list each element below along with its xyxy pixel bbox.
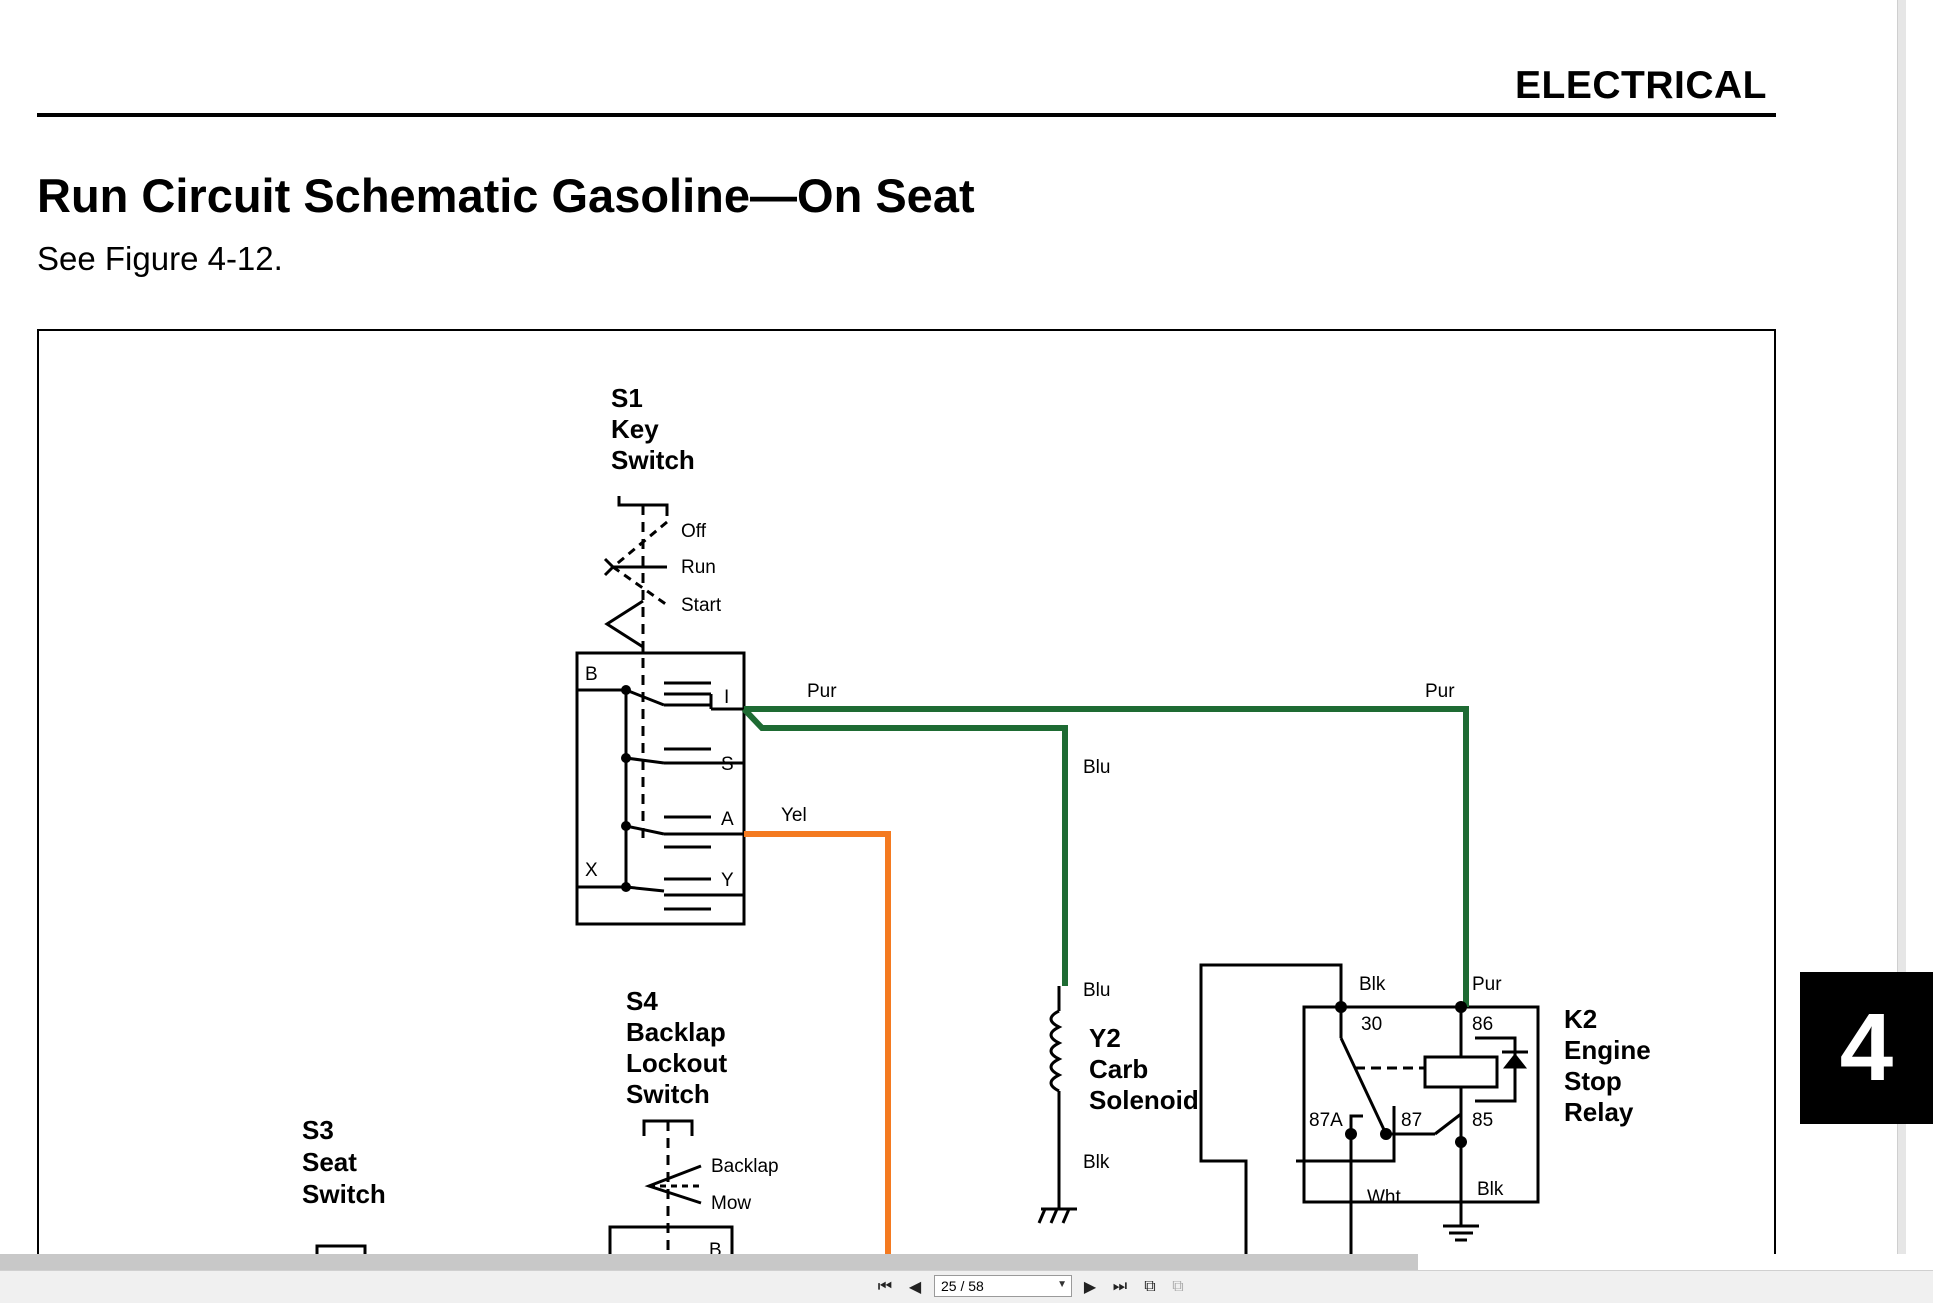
horizontal-scrollbar[interactable] — [0, 1254, 1418, 1270]
s3-line2: Switch — [302, 1179, 386, 1209]
wire-label-blu-2: Blu — [1083, 980, 1110, 1001]
s1-term-y: Y — [721, 870, 734, 891]
s4-line3: Switch — [626, 1079, 710, 1109]
s3-symbol — [315, 1244, 367, 1254]
k2-body — [1302, 1005, 1540, 1204]
k2-line1: Engine — [1564, 1035, 1651, 1065]
s1-pos-start: Start — [681, 595, 722, 616]
k2-pin-87a: 87A — [1309, 1110, 1343, 1131]
page-selector[interactable]: 25 / 58 ▼ — [934, 1275, 1072, 1297]
last-page-icon[interactable]: ⏭ — [1112, 1278, 1128, 1295]
s1-term-s: S — [721, 754, 734, 775]
s1-pos-off: Off — [681, 521, 707, 542]
wire-label-blk-1: Blk — [1083, 1152, 1110, 1173]
k2-pin-87: 87 — [1401, 1110, 1422, 1131]
s1-pos-run: Run — [681, 557, 716, 578]
wire-label-yel: Yel — [781, 805, 807, 826]
page-heading: Run Circuit Schematic Gasoline—On Seat — [37, 169, 975, 222]
s1-line1: Key — [611, 414, 659, 444]
run-circuit-schematic: S1 Key Switch S4 Backlap Lockout Switch … — [302, 383, 1651, 1254]
s4-pos-backlap: Backlap — [711, 1156, 779, 1177]
k2-pin-30: 30 — [1361, 1014, 1382, 1035]
wire-label-pur-1: Pur — [807, 681, 837, 702]
wire-label-pur-3: Pur — [1472, 974, 1502, 995]
y2-ref: Y2 — [1089, 1023, 1121, 1053]
k2-outer-frame — [1199, 963, 1343, 1254]
y2-line2: Solenoid — [1089, 1085, 1199, 1115]
wire-label-blk-2: Blk — [1359, 974, 1386, 995]
s4-line2: Lockout — [626, 1048, 727, 1078]
schematic-figure: S1 Key Switch S4 Backlap Lockout Switch … — [37, 329, 1776, 1254]
k2-line3: Relay — [1564, 1097, 1634, 1127]
s1-term-a: A — [721, 809, 734, 830]
chevron-down-icon: ▼ — [1057, 1279, 1067, 1290]
wire-label-blu-1: Blu — [1083, 757, 1110, 778]
forward-view-icon[interactable]: ⧉ — [1172, 1278, 1184, 1295]
s4-pos-mow: Mow — [711, 1193, 751, 1214]
next-page-icon[interactable]: ▶ — [1083, 1279, 1097, 1296]
k2-ref: K2 — [1564, 1004, 1597, 1034]
wire-label-blk-3: Blk — [1477, 1179, 1504, 1200]
y2-line1: Carb — [1089, 1054, 1148, 1084]
vertical-scrollbar[interactable] — [1897, 0, 1906, 1254]
previous-page-icon[interactable]: ◀ — [908, 1279, 922, 1296]
s3-ref: S3 — [302, 1115, 334, 1145]
k2-pin-86: 86 — [1472, 1014, 1493, 1035]
first-page-icon[interactable]: ⏮ — [877, 1278, 893, 1295]
s1-positions — [610, 520, 668, 607]
s1-line2: Switch — [611, 445, 695, 475]
section-title: ELECTRICAL — [1515, 64, 1767, 107]
wire-blu — [741, 706, 1068, 986]
k2-pin-85: 85 — [1472, 1110, 1493, 1131]
s1-arrow — [603, 557, 615, 577]
k2-diode — [1502, 1053, 1528, 1069]
s4-body — [608, 1225, 734, 1254]
s4-ref: S4 — [626, 986, 658, 1016]
s4-term-b: B — [709, 1240, 722, 1254]
wire-label-pur-2: Pur — [1425, 681, 1455, 702]
wire-yel — [744, 831, 891, 1254]
k2-coil — [1423, 1055, 1499, 1089]
chapter-tab: 4 — [1800, 972, 1933, 1124]
k2-line2: Stop — [1564, 1066, 1622, 1096]
viewer-toolbar: ⏮ ◀ 25 / 58 ▼ ▶ ⏭ ⧉ ⧉ — [0, 1270, 1933, 1303]
s1-ref: S1 — [611, 383, 643, 413]
y2-coil — [1049, 1009, 1063, 1093]
s1-term-x: X — [585, 860, 598, 881]
s4-line1: Backlap — [626, 1017, 726, 1047]
figure-reference: See Figure 4-12. — [37, 240, 283, 277]
k2-armature — [1339, 1037, 1388, 1135]
wire-pur — [744, 706, 1469, 1007]
back-view-icon[interactable]: ⧉ — [1144, 1278, 1156, 1295]
s1-spring — [604, 599, 645, 653]
s1-term-b: B — [585, 664, 598, 685]
page-indicator: 25 / 58 — [941, 1278, 984, 1294]
s1-body — [575, 651, 746, 926]
s3-line1: Seat — [302, 1147, 357, 1177]
wire-label-wht: Wht — [1367, 1187, 1402, 1208]
header-rule — [37, 113, 1776, 117]
s1-term-i: I — [724, 687, 729, 708]
document-page: ELECTRICAL Run Circuit Schematic Gasolin… — [37, 64, 1776, 1254]
